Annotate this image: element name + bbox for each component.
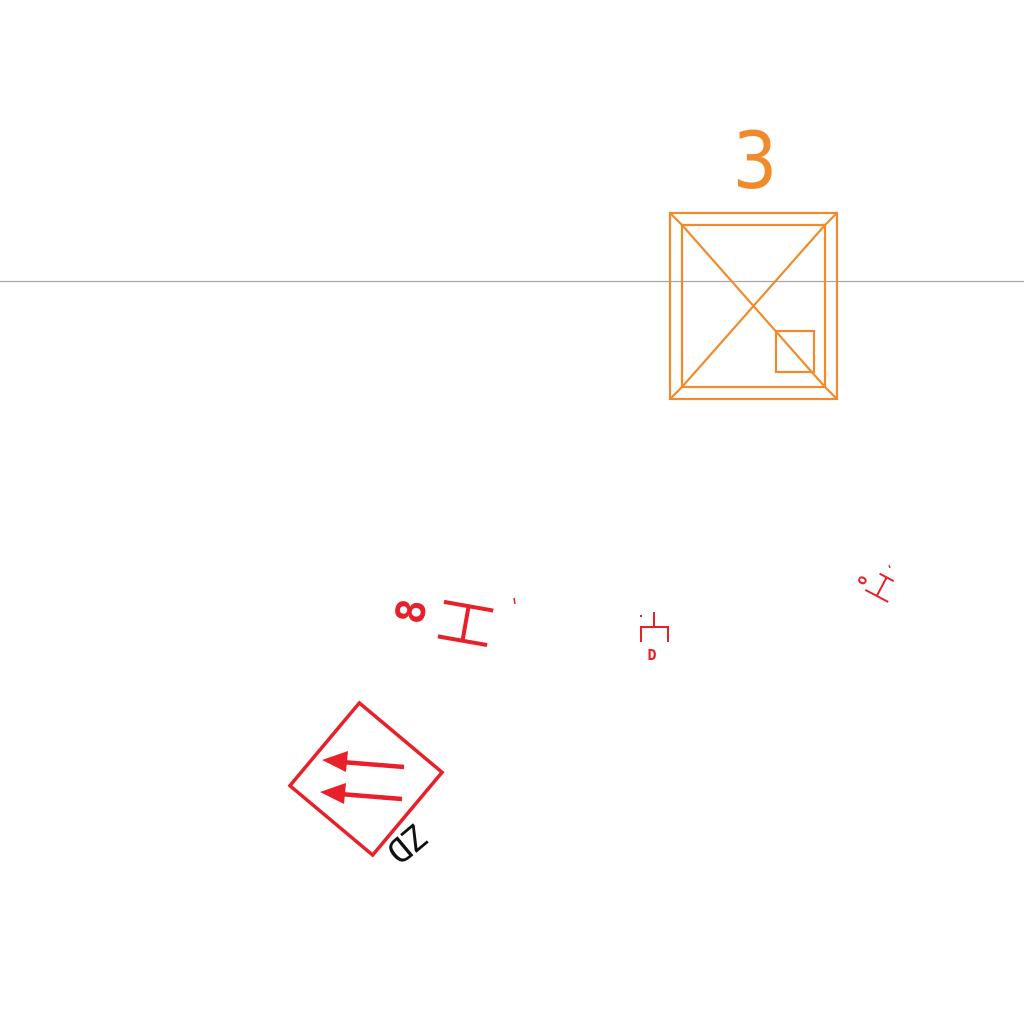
- fixture-label-small: o: [851, 572, 871, 588]
- zone-label-group: ZD: [378, 815, 435, 872]
- fixture-symbol-small: o: [851, 572, 895, 603]
- direction-arrows-icon: [320, 751, 405, 804]
- column-number-label: 3: [733, 117, 778, 207]
- direction-zone-box: [287, 700, 445, 858]
- fixture-tick-mark: [888, 564, 891, 569]
- zone-label: ZD: [378, 815, 435, 872]
- fixture-symbol-middle: D: [640, 612, 669, 664]
- fixture-symbol-icon: [640, 612, 669, 642]
- fixture-symbol-large: 8: [387, 596, 494, 648]
- fixture-label-large: 8: [387, 596, 436, 628]
- fixture-label-middle: D: [647, 646, 656, 664]
- fixture-tick-mark: [513, 597, 516, 605]
- column-box-icon: [668, 211, 839, 401]
- fixture-symbol-icon: [864, 572, 895, 603]
- fixture-symbol-icon: [437, 599, 494, 648]
